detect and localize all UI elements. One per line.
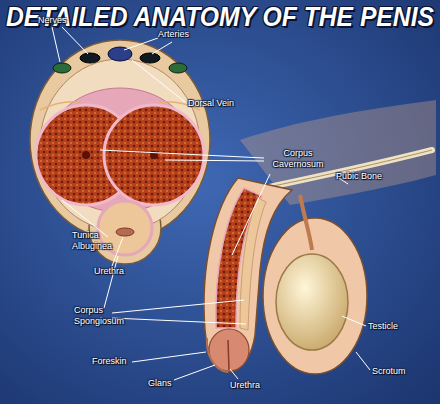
part-label: Glans [148,378,172,389]
part-label: Dorsal Vein [188,98,234,109]
diagram-title: DETAILED ANATOMY OF THE PENIS [6,2,434,33]
part-label: Corpus Spongiosum [74,305,126,327]
leader-lines [52,27,370,380]
side-view [204,100,436,374]
cross-section [30,40,210,264]
part-label: Arteries [158,29,189,40]
part-label: Nerves [38,15,67,26]
part-label: Urethra [230,380,260,391]
part-label: Scrotum [372,366,406,377]
part-label: Tunica Albuginea [72,230,124,252]
part-label: Corpus Cavernosum [266,148,330,170]
part-label: Pubic Bone [336,171,382,182]
part-label: Testicle [368,321,398,332]
part-label: Foreskin [92,356,127,367]
part-label: Urethra [94,266,124,277]
